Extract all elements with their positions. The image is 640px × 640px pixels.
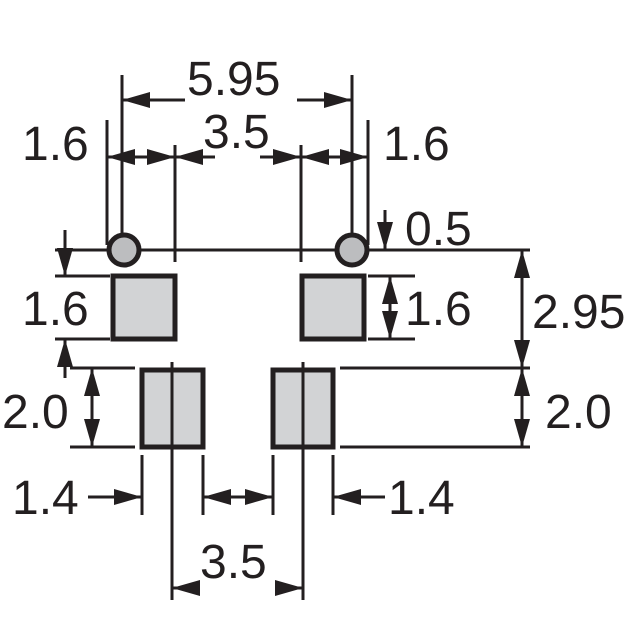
dim-top-pad-gap: 3.5 [203, 106, 270, 159]
top-left-pad [110, 273, 178, 342]
dim-overall-hole-spacing: 5.95 [187, 53, 280, 106]
dim-bottom-pad-width-right: 1.4 [388, 472, 455, 525]
arrowheads [57, 92, 530, 596]
mounting-holes [106, 232, 370, 268]
dim-bottom-pad-width-left: 1.4 [12, 472, 79, 525]
right-mounting-hole [334, 232, 370, 268]
dimension-labels: 5.95 3.5 1.6 1.6 0.5 1.6 1.6 2.95 2.0 2.… [2, 53, 625, 589]
left-mounting-hole [106, 232, 142, 268]
dim-top-right-offset: 1.6 [383, 118, 450, 171]
dim-bottom-pad-gap: 3.5 [200, 536, 267, 589]
dim-vertical-pitch: 2.95 [532, 286, 625, 339]
top-right-pad [299, 273, 367, 342]
dim-bottom-pad-height-right: 2.0 [545, 386, 612, 439]
dim-bottom-pad-height-left: 2.0 [2, 386, 69, 439]
dim-top-left-offset: 1.6 [22, 118, 89, 171]
pads [110, 273, 367, 450]
dim-top-pad-height-right: 1.6 [405, 283, 472, 336]
dim-hole-offset: 0.5 [405, 203, 472, 256]
dim-top-pad-height-left: 1.6 [22, 283, 89, 336]
